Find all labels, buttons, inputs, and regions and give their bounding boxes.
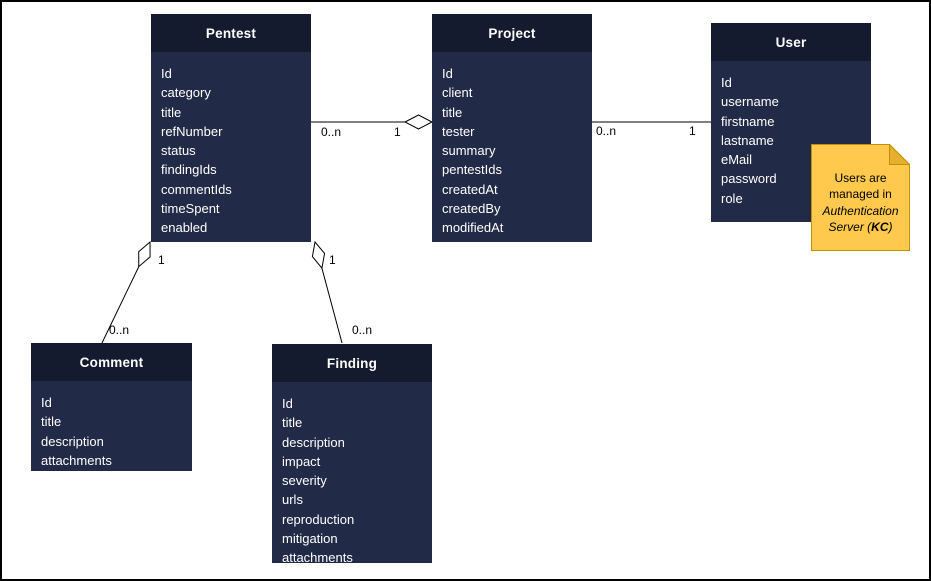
entity-field: attachments <box>282 550 353 566</box>
entity-field: urls <box>282 492 303 508</box>
entity-field: title <box>442 104 463 120</box>
entity-project: Project Id client title tester summary pentes… <box>432 14 592 242</box>
sticky-note: Users are managed in Authentication Serv… <box>811 144 910 251</box>
entity-field: description <box>282 434 345 450</box>
entity-field: enabled <box>161 220 208 236</box>
multiplicity-project-user-source: 0..n <box>596 124 617 138</box>
aggregation-diamond-comment <box>138 240 151 268</box>
multiplicity-pentest-finding-target: 0..n <box>352 323 373 337</box>
entity-field: title <box>161 104 182 120</box>
entity-user-title: User <box>711 23 871 61</box>
entity-field: findingIds <box>161 162 217 178</box>
note-fold-corner <box>889 144 910 165</box>
multiplicity-pentest-finding-source: 1 <box>329 253 336 267</box>
entity-field: createdBy <box>442 201 501 217</box>
entity-field: Id <box>442 66 453 81</box>
entity-finding-title: Finding <box>272 344 432 382</box>
entity-field: modifiedAt <box>442 220 504 236</box>
entity-field: Id <box>41 395 52 410</box>
entity-field: attachments <box>41 452 112 468</box>
entity-comment-fields: Id title description attachments <box>31 381 192 471</box>
aggregation-diamond-project <box>403 114 434 130</box>
entity-comment: Comment Id title description attachments <box>31 343 192 471</box>
entity-field: category <box>161 85 211 101</box>
entity-field: status <box>161 143 196 159</box>
note-line-4: Server (KC) <box>828 220 893 234</box>
entity-pentest-title: Pentest <box>151 14 311 52</box>
sticky-note-text: Users are managed in Authentication Serv… <box>811 144 910 251</box>
multiplicity-pentest-comment-target: 0..n <box>109 323 130 337</box>
sticky-note-shape <box>811 144 910 251</box>
entity-field: pentestIds <box>442 162 502 178</box>
entity-field: reproduction <box>282 511 355 527</box>
entity-field: Id <box>161 66 172 81</box>
edge-pentest-finding <box>311 240 343 344</box>
entity-field: client <box>442 85 473 101</box>
entity-field: role <box>721 190 743 206</box>
multiplicity-project-user-target: 1 <box>689 124 696 138</box>
entity-project-title: Project <box>432 14 592 52</box>
entity-field: title <box>41 414 62 430</box>
entity-field: Id <box>282 396 293 411</box>
entity-field: refNumber <box>161 123 223 139</box>
entity-field: username <box>721 94 779 110</box>
entity-finding-fields: Id title description impact severity urls repr… <box>272 382 432 568</box>
entity-field: eMail <box>721 152 753 168</box>
entity-field: mitigation <box>282 531 338 547</box>
entity-field: timeSpent <box>161 201 220 217</box>
entity-field: description <box>41 433 104 449</box>
entity-field: firstname <box>721 113 775 129</box>
note-line-1: Users are <box>834 170 887 185</box>
entity-pentest-fields: Id category title refNumber status findingIds… <box>151 52 311 242</box>
entity-project-fields: Id client title tester summary pentestIds crea… <box>432 52 592 242</box>
note-line-3: Authentication <box>822 203 899 218</box>
entity-field: tester <box>442 123 475 139</box>
entity-field: password <box>721 171 777 187</box>
entity-user-fields: Id username firstname lastname eMail password… <box>711 61 871 222</box>
entity-field: Id <box>721 75 732 90</box>
entity-field: lastname <box>721 132 774 148</box>
multiplicity-pentest-project-target: 1 <box>394 125 401 139</box>
entity-comment-title: Comment <box>31 343 192 381</box>
entity-field: impact <box>282 453 321 469</box>
entity-field: summary <box>442 143 496 159</box>
entity-field: createdAt <box>442 181 498 197</box>
entity-finding: Finding Id title description impact severity… <box>272 344 432 565</box>
aggregation-diamond-finding <box>311 240 326 270</box>
entity-field: commentIds <box>161 181 232 197</box>
entity-pentest: Pentest Id category title refNumber status fi… <box>151 14 311 242</box>
multiplicity-pentest-project-source: 0..n <box>321 125 342 139</box>
multiplicity-pentest-comment-source: 1 <box>158 253 165 267</box>
entity-field: title <box>282 415 303 431</box>
entity-field: severity <box>282 473 327 489</box>
note-line-2: managed in <box>829 187 892 201</box>
